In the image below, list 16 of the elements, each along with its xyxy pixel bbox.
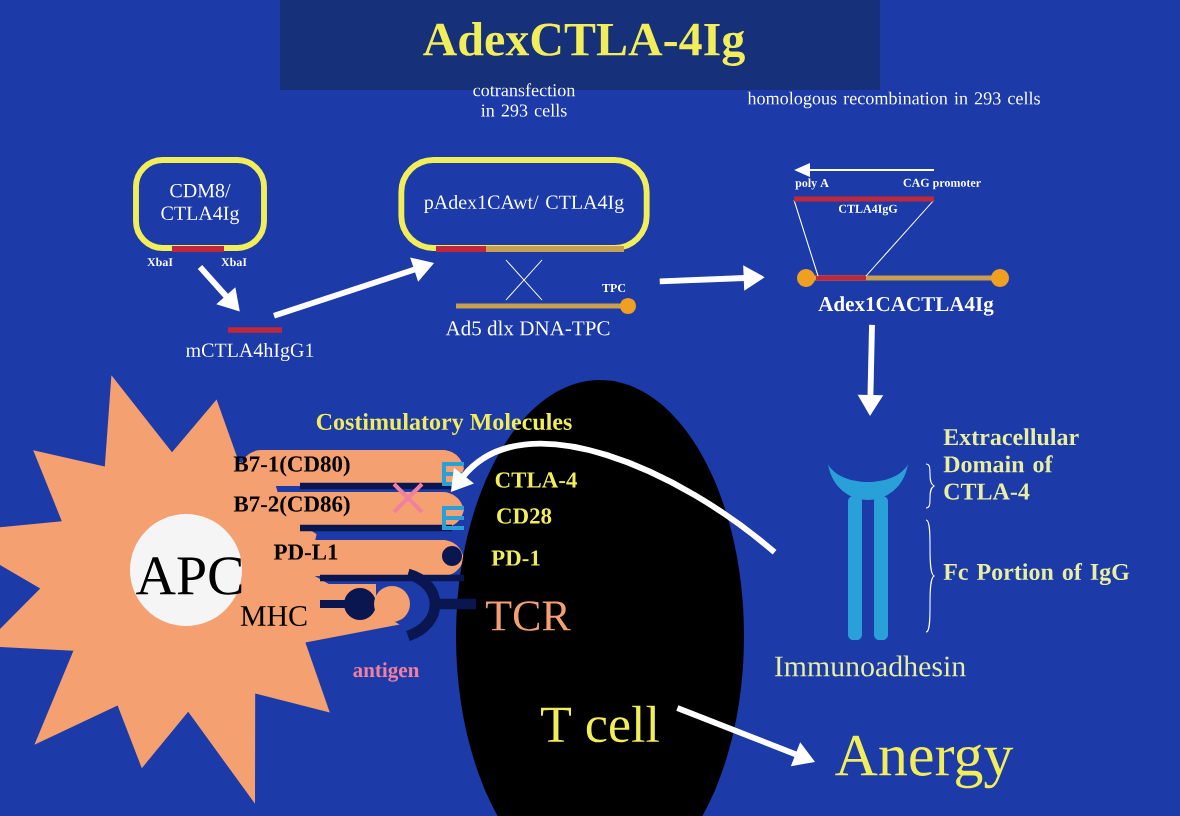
plasmid-ring: pAdex1CAwt/ CTLA4Ig xyxy=(398,157,650,251)
vector-label: Adex1CACTLA4Ig xyxy=(818,296,994,316)
fragment-label: mCTLA4hIgG1 xyxy=(186,342,314,362)
receptor-label: PD-1 xyxy=(491,550,540,566)
receptor-label: CD28 xyxy=(497,508,552,524)
domain-label: Extracellular Domain of CTLA-4 xyxy=(943,428,1079,500)
domain-label: Fc Portion of IgG xyxy=(943,562,1130,586)
step-caption: homologous recombination in 293 cells xyxy=(747,91,1040,109)
dna-label: Ad5 dlx DNA-TPC xyxy=(445,320,610,336)
cell-label: T cell xyxy=(541,705,659,743)
receptor-label: TCR xyxy=(486,601,571,631)
outcome-label: Anergy xyxy=(835,735,1014,789)
plasmid-ring: CDM8/ CTLA4Ig xyxy=(133,157,267,251)
molecule-label: Immunoadhesin xyxy=(774,655,966,677)
receptor-label: CTLA-4 xyxy=(495,472,577,488)
step-caption: cotransfection in 293 cells xyxy=(473,83,576,117)
